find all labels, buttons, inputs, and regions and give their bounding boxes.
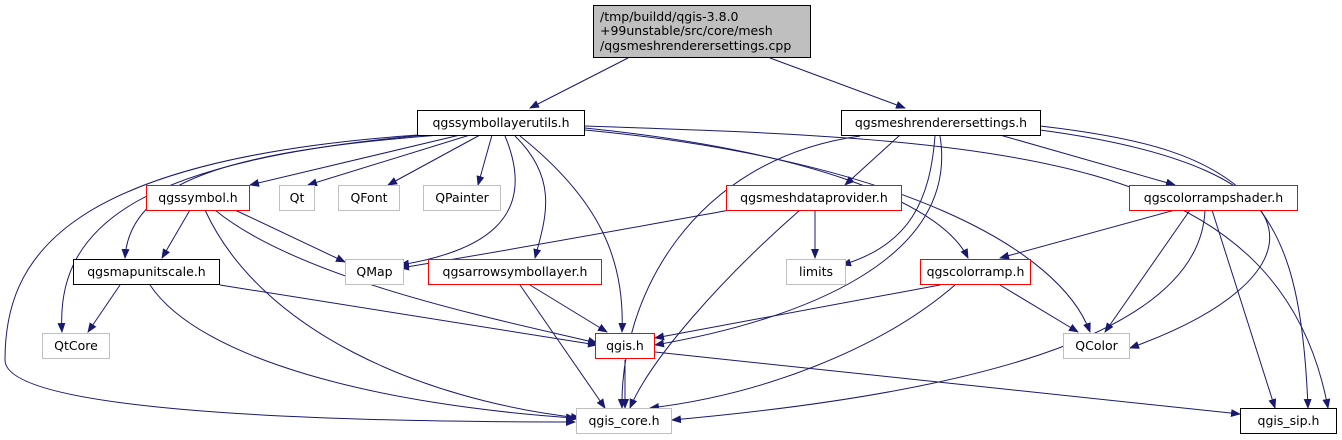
node-qgssymbollayerutils[interactable]: qgssymbollayerutils.h — [417, 110, 585, 136]
node-qgis[interactable]: qgis.h — [595, 333, 655, 359]
node-qgis-core[interactable]: qgis_core.h — [576, 408, 672, 434]
edge-qcrs-to-qgscolorramp — [999, 209, 1176, 260]
edge-qsu-to-qcolor — [584, 129, 1091, 333]
node-qgsmeshdataprovider[interactable]: qgsmeshdataprovider.h — [726, 185, 902, 211]
edge-qcr-to-qgis — [654, 284, 941, 341]
node-qgsarrowsymbollayer[interactable]: qgsarrowsymbollayer.h — [428, 259, 602, 285]
root-path-line-2: +99unstable/src/core/mesh — [600, 23, 773, 39]
edge-qcr-to-qcolor — [999, 284, 1079, 333]
node-qt[interactable]: Qt — [279, 185, 315, 211]
edge-qmrs-to-limits — [841, 135, 936, 267]
node-qmap[interactable]: QMap — [345, 259, 404, 285]
edge-qcrs-to-qgis-sip — [1211, 209, 1277, 409]
node-qtcore[interactable]: QtCore — [42, 333, 110, 359]
root-path-line-1: /tmp/buildd/qgis-3.8.0 — [600, 8, 739, 24]
edge-qcrs-to-qcolor — [1104, 209, 1191, 333]
node-qgscolorramp[interactable]: qgscolorramp.h — [920, 259, 1031, 285]
edge-qsu-to-qgis — [519, 135, 627, 333]
edge-qmus-to-qtcore — [87, 284, 121, 333]
edge-qsu-to-qgis-core — [4, 134, 576, 426]
edge-root-to-qgssymbollayerutils — [529, 57, 629, 109]
edge-qcrs-to-qgis-core — [671, 209, 1206, 424]
edge-qgssymbol-to-qgsmapunitscale — [161, 209, 191, 259]
edge-qmrs-to-qgsmeshdataprovider — [844, 134, 901, 186]
node-qgis-sip[interactable]: qgis_sip.h — [1240, 408, 1337, 434]
edge-qsu-to-qgssymbol — [249, 134, 461, 187]
edge-qmrs-to-qcolor — [1039, 129, 1271, 349]
node-qgsmapunitscale[interactable]: qgsmapunitscale.h — [73, 259, 220, 285]
edge-qmus-to-qgis — [219, 284, 598, 348]
edge-qgssymbol-to-qgis-core — [204, 209, 581, 421]
edge-qsu-to-qt — [307, 134, 471, 187]
edge-qsu-to-qgis-sip — [584, 125, 1331, 409]
node-qfont[interactable]: QFont — [338, 185, 400, 211]
edge-qmus-to-qgis-core — [149, 284, 576, 422]
edge-qgssymbol-to-qmap — [234, 209, 346, 263]
edge-qmrs-to-qgscolorrampshader — [999, 134, 1176, 187]
root-path-line-3: /qgsmeshrenderersettings.cpp — [600, 37, 792, 53]
edge-qasl-to-qgis-core — [519, 284, 606, 409]
edge-qasl-to-qgis — [529, 284, 608, 333]
node-qcolor[interactable]: QColor — [1063, 333, 1130, 359]
node-qpainter[interactable]: QPainter — [423, 185, 501, 211]
node-limits[interactable]: limits — [786, 259, 846, 285]
node-root-file: /tmp/buildd/qgis-3.8.0 +99unstable/src/c… — [593, 5, 811, 58]
node-qgscolorrampshader[interactable]: qgscolorrampshader.h — [1129, 185, 1298, 211]
edge-qsu-to-qfont — [387, 134, 481, 186]
edge-root-to-qgsmeshrenderersettings — [769, 57, 906, 109]
node-qgssymbol[interactable]: qgssymbol.h — [146, 185, 250, 211]
edge-qmdp-to-qgis-core — [629, 209, 801, 409]
edge-qgis-to-qgis-sip — [654, 351, 1241, 418]
node-qgsmeshrenderersettings[interactable]: qgsmeshrenderersettings.h — [841, 110, 1041, 136]
edge-qmrs-to-qgis — [654, 135, 943, 348]
edge-qcr-to-qgis-core — [649, 284, 956, 411]
edge-qsu-to-qpainter — [476, 134, 493, 186]
dependency-edges — [4, 57, 1331, 426]
edge-qsu-to-qtcore — [57, 134, 426, 333]
